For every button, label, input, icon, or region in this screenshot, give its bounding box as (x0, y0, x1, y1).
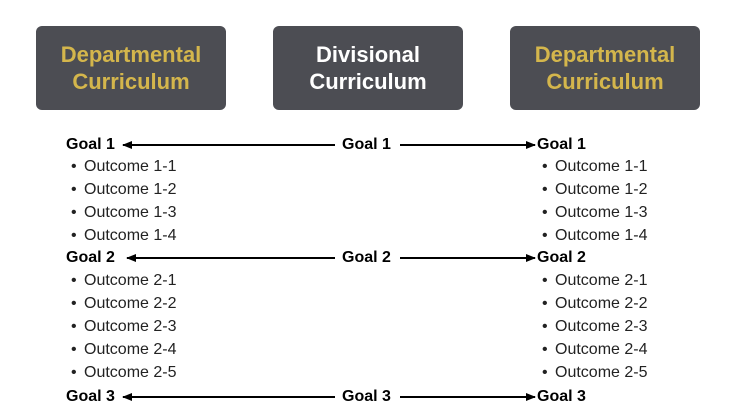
outcome-text: Outcome 2-1 (84, 272, 177, 289)
bullet: • (71, 181, 77, 198)
outcome-text: Outcome 1-1 (84, 158, 177, 175)
left-outcome-1-2: • Outcome 1-2 (71, 181, 176, 199)
right-outcome-1-4: • Outcome 1-4 (542, 227, 647, 245)
box-title-left: Departmental Curriculum (41, 41, 221, 95)
box-title-right: Departmental Curriculum (515, 41, 695, 95)
left-outcome-2-2: • Outcome 2-2 (71, 295, 176, 313)
right-outcome-1-3: • Outcome 1-3 (542, 204, 647, 222)
outcome-text: Outcome 2-5 (84, 364, 177, 381)
outcome-text: Outcome 1-4 (84, 227, 177, 244)
departmental-curriculum-box-left: Departmental Curriculum (36, 26, 226, 110)
left-outcome-1-1: • Outcome 1-1 (71, 158, 176, 176)
outcome-text: Outcome 2-4 (84, 341, 177, 358)
right-goal-3: Goal 3 (537, 388, 586, 405)
outcome-text: Outcome 1-2 (555, 181, 648, 198)
right-outcome-2-2: • Outcome 2-2 (542, 295, 647, 313)
right-outcome-2-3: • Outcome 2-3 (542, 318, 647, 336)
right-goal-2: Goal 2 (537, 249, 586, 266)
bullet: • (542, 318, 548, 335)
bullet: • (71, 158, 77, 175)
outcome-text: Outcome 1-3 (84, 204, 177, 221)
box-title-right-line2: Curriculum (546, 69, 664, 94)
right-outcome-1-1: • Outcome 1-1 (542, 158, 647, 176)
right-outcome-1-2: • Outcome 1-2 (542, 181, 647, 199)
box-title-left-line2: Curriculum (72, 69, 190, 94)
bullet: • (542, 181, 548, 198)
bullet: • (542, 227, 548, 244)
left-outcome-1-4: • Outcome 1-4 (71, 227, 176, 245)
box-title-right-line1: Departmental (534, 42, 676, 67)
bullet: • (71, 318, 77, 335)
outcome-text: Outcome 2-2 (555, 295, 648, 312)
right-outcome-2-1: • Outcome 2-1 (542, 272, 647, 290)
left-goal-2: Goal 2 (66, 249, 115, 266)
departmental-curriculum-box-right: Departmental Curriculum (510, 26, 700, 110)
outcome-text: Outcome 1-4 (555, 227, 648, 244)
center-goal-3: Goal 3 (342, 388, 391, 405)
box-title-left-line1: Departmental (60, 42, 202, 67)
outcome-text: Outcome 2-3 (555, 318, 648, 335)
box-title-center-line1: Divisional (316, 42, 420, 67)
box-title-center-line2: Curriculum (309, 69, 427, 94)
outcome-text: Outcome 2-2 (84, 295, 177, 312)
bullet: • (542, 364, 548, 381)
outcome-text: Outcome 2-5 (555, 364, 648, 381)
left-goal-3: Goal 3 (66, 388, 115, 405)
outcome-text: Outcome 1-3 (555, 204, 648, 221)
bullet: • (542, 341, 548, 358)
bullet: • (542, 204, 548, 221)
center-goal-1: Goal 1 (342, 136, 391, 153)
right-outcome-2-5: • Outcome 2-5 (542, 364, 647, 382)
bullet: • (71, 341, 77, 358)
right-outcome-2-4: • Outcome 2-4 (542, 341, 647, 359)
center-goal-2: Goal 2 (342, 249, 391, 266)
outcome-text: Outcome 1-1 (555, 158, 648, 175)
bullet: • (71, 272, 77, 289)
divisional-curriculum-box: Divisional Curriculum (273, 26, 463, 110)
left-outcome-2-5: • Outcome 2-5 (71, 364, 176, 382)
bullet: • (71, 295, 77, 312)
left-goal-1: Goal 1 (66, 136, 115, 153)
bullet: • (542, 158, 548, 175)
right-goal-1: Goal 1 (537, 136, 586, 153)
left-outcome-2-3: • Outcome 2-3 (71, 318, 176, 336)
outcome-text: Outcome 1-2 (84, 181, 177, 198)
box-title-center: Divisional Curriculum (278, 41, 458, 95)
outcome-text: Outcome 2-4 (555, 341, 648, 358)
left-outcome-1-3: • Outcome 1-3 (71, 204, 176, 222)
left-outcome-2-4: • Outcome 2-4 (71, 341, 176, 359)
left-outcome-2-1: • Outcome 2-1 (71, 272, 176, 290)
bullet: • (71, 204, 77, 221)
bullet: • (71, 364, 77, 381)
bullet: • (542, 272, 548, 289)
bullet: • (71, 227, 77, 244)
bullet: • (542, 295, 548, 312)
outcome-text: Outcome 2-3 (84, 318, 177, 335)
outcome-text: Outcome 2-1 (555, 272, 648, 289)
